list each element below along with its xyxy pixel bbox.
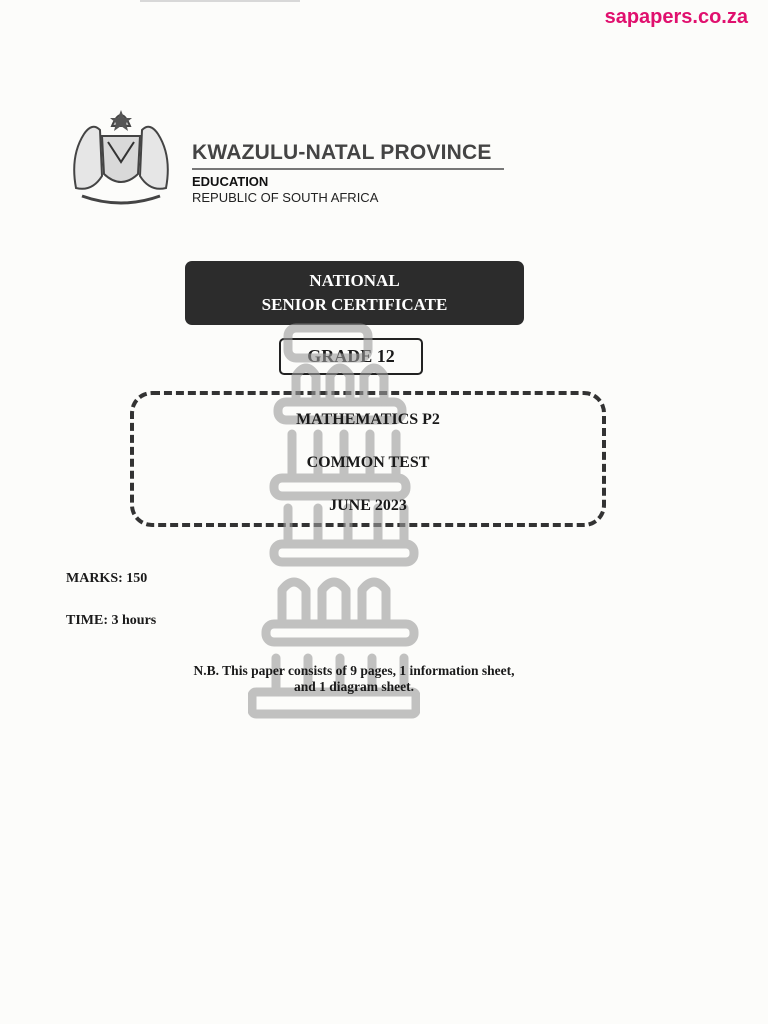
title-divider bbox=[192, 168, 504, 170]
province-title: KWAZULU-NATAL PROVINCE bbox=[192, 141, 492, 164]
time-label: TIME: 3 hours bbox=[66, 613, 157, 628]
leaning-tower-watermark-icon bbox=[248, 323, 420, 719]
page-count-note-line-2: and 1 diagram sheet. bbox=[293, 679, 414, 694]
coat-of-arms-icon bbox=[73, 110, 169, 205]
marks-label: MARKS: 150 bbox=[66, 571, 148, 586]
test-type: COMMON TEST bbox=[306, 454, 430, 471]
exam-date: JUNE 2023 bbox=[329, 497, 407, 514]
certificate-banner: NATIONAL SENIOR CERTIFICATE bbox=[185, 261, 524, 325]
site-watermark-link[interactable]: sapapers.co.za bbox=[604, 6, 748, 28]
subject-title: MATHEMATICS P2 bbox=[296, 411, 440, 428]
certificate-line-1: NATIONAL bbox=[309, 271, 400, 290]
certificate-line-2: SENIOR CERTIFICATE bbox=[261, 295, 448, 314]
page-count-note-line-1: N.B. This paper consists of 9 pages, 1 i… bbox=[193, 663, 515, 678]
scan-edge-line bbox=[140, 0, 300, 2]
department-label: EDUCATION bbox=[192, 174, 269, 189]
country-label: REPUBLIC OF SOUTH AFRICA bbox=[192, 190, 379, 205]
